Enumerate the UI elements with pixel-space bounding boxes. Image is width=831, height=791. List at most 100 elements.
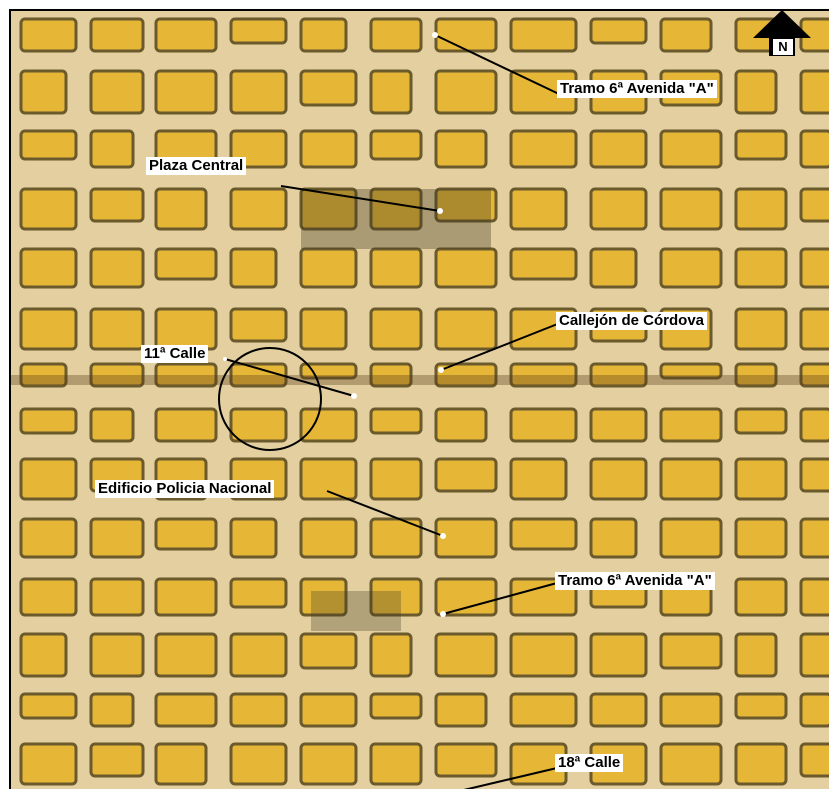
city-block [154,69,218,115]
city-block [509,457,568,501]
city-block [509,187,568,231]
city-block [89,632,145,678]
point-11a-calle-start [223,357,227,361]
city-block [734,742,788,786]
city-block [434,187,498,223]
city-block [509,407,578,443]
city-block [19,517,78,559]
point-11a-calle [351,393,357,399]
point-tramo-top [432,32,438,38]
city-block [299,17,348,53]
city-block [369,577,423,617]
city-block [799,577,829,617]
city-block [509,17,578,53]
dark-area-south [311,591,401,631]
city-block [299,517,358,559]
city-block [299,187,358,231]
city-block [299,129,358,169]
city-block [659,187,723,231]
city-block [299,692,358,728]
city-block [299,407,358,443]
city-block [299,577,348,617]
city-block [799,247,829,289]
city-block [369,129,423,161]
city-block [799,307,829,351]
city-block [659,632,723,670]
city-block [799,187,829,223]
city-block [659,457,723,501]
city-block [154,307,218,351]
city-block [229,692,288,728]
city-block [89,17,145,53]
city-block [799,692,829,728]
label-callejon-de-cordova: Callejón de Córdova [556,312,708,330]
map-fold-crease [11,375,829,385]
city-block [154,742,208,786]
city-block [89,692,135,728]
city-block [369,362,413,388]
point-plaza-central [437,208,443,214]
city-block [589,457,648,501]
city-block [154,517,218,551]
city-block [659,129,723,169]
city-block [589,407,648,443]
city-block [734,692,788,720]
city-block [19,362,68,388]
city-block [369,632,413,678]
city-block [434,742,498,778]
city-block [734,517,788,559]
city-block [299,69,358,107]
north-label: N [772,38,794,56]
city-block [89,187,145,223]
city-block [434,362,498,388]
city-block [799,407,829,443]
city-block [229,742,288,786]
city-block [659,692,723,728]
city-block [369,457,423,501]
city-block [369,247,423,289]
label-11a-calle: 11ª Calle [141,345,209,363]
city-block [299,247,358,289]
city-block [509,247,578,281]
city-block [734,307,788,351]
city-block [434,17,498,53]
point-tramo-bottom [440,611,446,617]
city-block [659,742,723,786]
plaza-central-dark-area [301,189,491,249]
city-block [659,17,713,53]
leader-line-edificio [326,490,444,537]
city-block [659,407,723,443]
city-block [89,129,135,169]
city-block [229,307,288,343]
label-plaza-central: Plaza Central [146,157,247,175]
city-block [229,69,288,115]
city-block [434,69,498,115]
city-block [229,187,288,231]
city-block [589,362,648,388]
city-block [434,307,498,351]
city-block [434,247,498,289]
city-block [659,362,723,380]
city-block [229,632,288,678]
city-block [659,247,723,289]
city-block [734,407,788,435]
city-block [369,517,423,559]
leader-dots [223,32,446,617]
city-block [799,69,829,115]
city-block [229,407,288,443]
city-block [734,457,788,501]
city-block [589,632,648,678]
city-block [734,69,778,115]
historic-city-map [9,9,829,789]
city-block [154,247,218,281]
city-block [589,17,648,45]
city-block [799,362,829,388]
city-block [154,17,218,53]
city-block [799,517,829,559]
city-block [799,742,829,778]
city-block [19,692,78,720]
city-block [89,247,145,289]
leader-lines [224,34,561,789]
city-block [434,692,488,728]
city-block [734,577,788,617]
